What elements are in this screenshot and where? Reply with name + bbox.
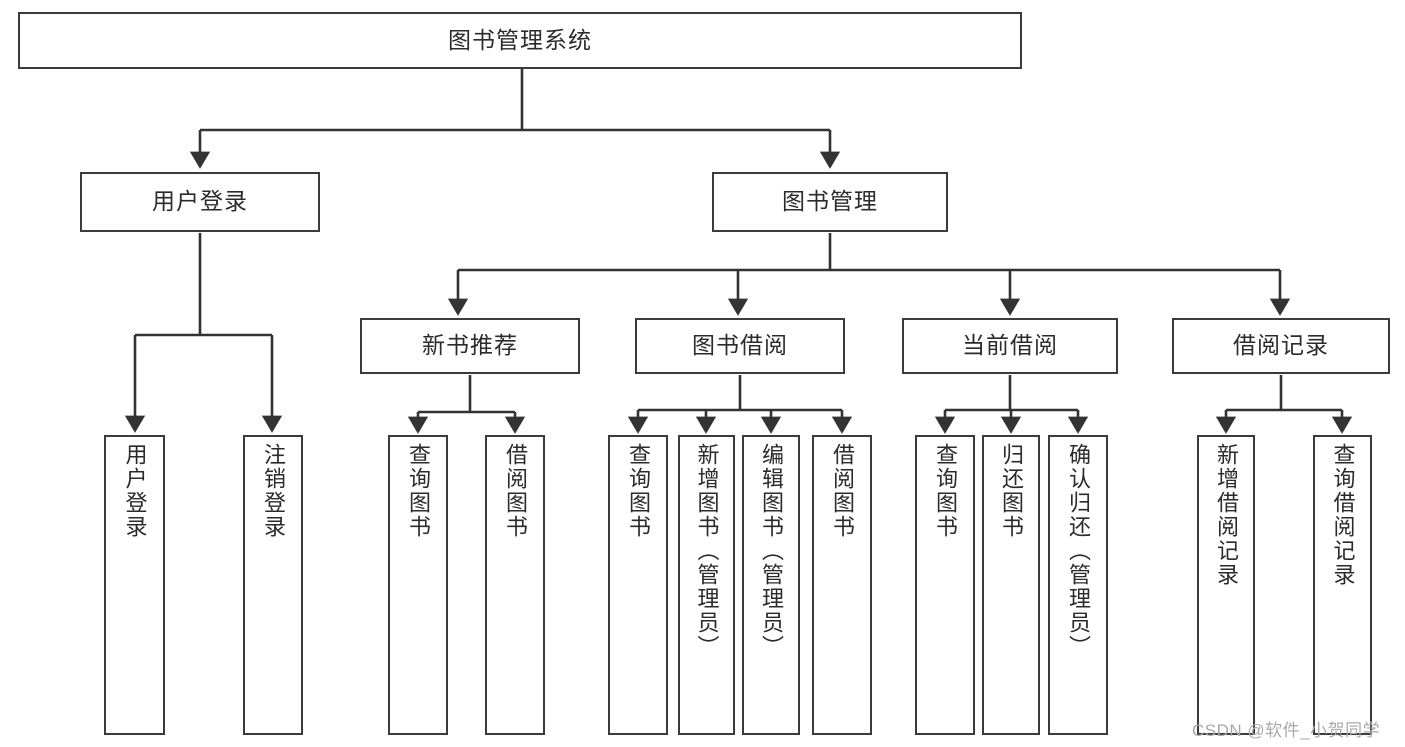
node-leaf-borrow-book-2[interactable]: 借阅图书 xyxy=(812,435,872,735)
node-leaf-logout-label: 注销登录 xyxy=(260,443,286,539)
node-leaf-query-book-3-label: 查询图书 xyxy=(932,443,958,539)
node-leaf-return-book[interactable]: 归还图书 xyxy=(982,435,1040,735)
watermark-text: CSDN @软件_小贺同学 xyxy=(1192,721,1381,740)
node-leaf-query-book-2[interactable]: 查询图书 xyxy=(608,435,668,735)
node-leaf-query-book-3[interactable]: 查询图书 xyxy=(915,435,975,735)
node-leaf-query-book-2-label: 查询图书 xyxy=(625,443,651,539)
node-book-borrow-label: 图书借阅 xyxy=(692,332,788,359)
node-new-book-recommend[interactable]: 新书推荐 xyxy=(360,318,580,374)
node-book-borrow[interactable]: 图书借阅 xyxy=(635,318,845,374)
node-leaf-return-book-label: 归还图书 xyxy=(998,443,1024,539)
node-leaf-edit-book[interactable]: 编辑图书（管理员） xyxy=(742,435,800,735)
node-root[interactable]: 图书管理系统 xyxy=(18,12,1022,69)
node-leaf-add-borrow-record[interactable]: 新增借阅记录 xyxy=(1197,435,1255,735)
node-book-manage[interactable]: 图书管理 xyxy=(712,172,948,232)
node-leaf-confirm-return-label: 确认归还（管理员） xyxy=(1065,443,1091,659)
node-leaf-confirm-return[interactable]: 确认归还（管理员） xyxy=(1048,435,1108,735)
node-leaf-query-book-1-label: 查询图书 xyxy=(405,443,431,539)
node-leaf-add-book-label: 新增图书（管理员） xyxy=(694,443,720,659)
node-borrow-record[interactable]: 借阅记录 xyxy=(1172,318,1390,374)
node-leaf-add-borrow-record-label: 新增借阅记录 xyxy=(1213,443,1239,587)
node-current-borrow-label: 当前借阅 xyxy=(962,332,1058,359)
node-leaf-query-book-1[interactable]: 查询图书 xyxy=(388,435,448,735)
node-leaf-logout[interactable]: 注销登录 xyxy=(243,435,303,735)
node-leaf-borrow-book-1-label: 借阅图书 xyxy=(502,443,528,539)
node-book-manage-label: 图书管理 xyxy=(782,188,878,215)
node-current-borrow[interactable]: 当前借阅 xyxy=(902,318,1118,374)
node-user-login-label: 用户登录 xyxy=(152,188,248,215)
node-leaf-add-book[interactable]: 新增图书（管理员） xyxy=(678,435,735,735)
node-borrow-record-label: 借阅记录 xyxy=(1233,332,1329,359)
node-leaf-user-login[interactable]: 用户登录 xyxy=(104,435,165,735)
node-leaf-borrow-book-2-label: 借阅图书 xyxy=(829,443,855,539)
node-new-book-recommend-label: 新书推荐 xyxy=(422,332,518,359)
node-user-login[interactable]: 用户登录 xyxy=(80,172,320,232)
node-leaf-query-borrow-record-label: 查询借阅记录 xyxy=(1330,443,1356,587)
node-root-label: 图书管理系统 xyxy=(448,26,592,53)
node-leaf-edit-book-label: 编辑图书（管理员） xyxy=(758,443,784,659)
node-leaf-borrow-book-1[interactable]: 借阅图书 xyxy=(485,435,545,735)
node-leaf-query-borrow-record[interactable]: 查询借阅记录 xyxy=(1313,435,1372,735)
node-leaf-user-login-label: 用户登录 xyxy=(122,443,148,539)
